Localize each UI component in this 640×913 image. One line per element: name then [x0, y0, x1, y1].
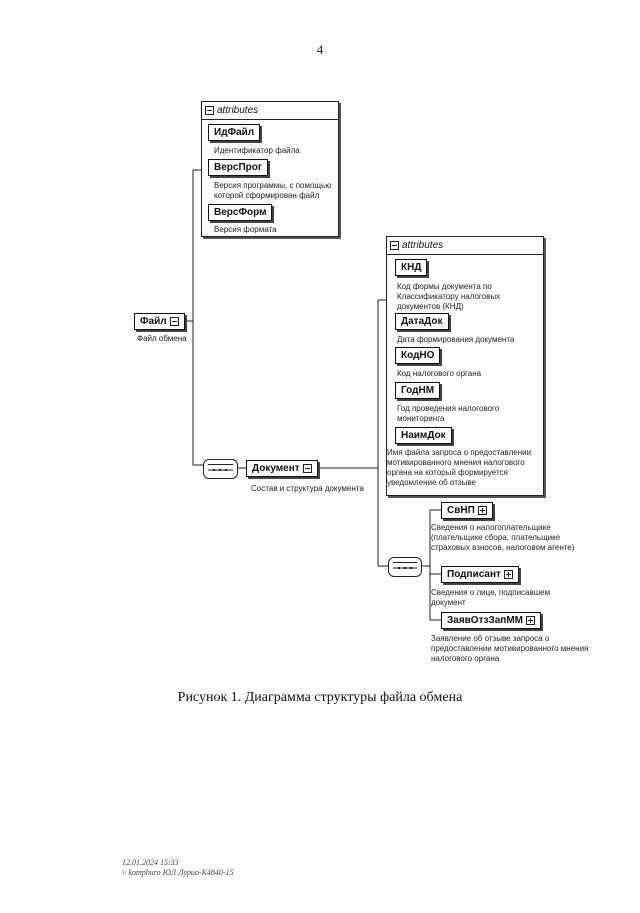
attribute-description: Год проведения налогового мониторинга: [397, 404, 500, 423]
attribute-description: Код формы документа по Классификатору на…: [397, 282, 501, 311]
sequence-compositor-icon: [203, 459, 238, 479]
collapse-icon[interactable]: [169, 316, 179, 326]
attribute-description: Код налогового органа: [397, 369, 482, 378]
page-number: 4: [316, 42, 324, 57]
child-description: Сведения о налогоплательщике (плательщик…: [431, 523, 575, 552]
document-node-label: Документ: [252, 463, 300, 474]
attribute-node-kodno[interactable]: КодНО: [395, 347, 441, 364]
root-node-label: Файл: [140, 316, 167, 327]
attributes-header: attributes: [390, 240, 443, 251]
attribute-node-versprog[interactable]: ВерсПрог: [208, 159, 269, 176]
child-node-label: СвНП: [447, 505, 475, 516]
root-node-file[interactable]: Файл: [134, 313, 185, 330]
attribute-node-idfile[interactable]: ИдФайл: [208, 124, 261, 141]
attribute-node-knd[interactable]: КНД: [395, 259, 428, 276]
attribute-description: Дата формирования документа: [397, 335, 515, 344]
expand-icon[interactable]: [503, 569, 513, 579]
expand-icon[interactable]: [477, 505, 487, 515]
child-node-label: ЗаявОтзЗапММ: [447, 615, 523, 626]
document-attributes-group: attributes КНД Код формы документа по Кл…: [386, 236, 544, 496]
document-node[interactable]: Документ: [246, 460, 318, 477]
sequence-compositor-icon: [388, 557, 422, 577]
collapse-icon[interactable]: [205, 105, 214, 115]
attribute-description: Версия формата: [214, 225, 277, 234]
child-node-label: Подписант: [447, 569, 501, 580]
attribute-description: Идентификатор файла: [214, 146, 300, 155]
document-description: Состав и структура документа: [251, 484, 364, 493]
footer-signature: \\ kompburo ЮЛ Лурио-К4840-15: [122, 868, 234, 877]
attribute-node-godnm[interactable]: ГодНМ: [395, 382, 441, 399]
child-description: Сведения о лице, подписавшем документ: [431, 588, 551, 607]
collapse-icon[interactable]: [302, 463, 312, 473]
attribute-node-datadok[interactable]: ДатаДок: [395, 313, 449, 330]
collapse-icon[interactable]: [390, 240, 399, 250]
child-description: Заявление об отзыве запроса о предоставл…: [431, 634, 589, 663]
attributes-header: attributes: [205, 105, 258, 116]
child-node-podpisant[interactable]: Подписант: [441, 566, 519, 583]
footer-timestamp: 12.01.2024 15:33: [122, 858, 179, 867]
attributes-header-label: attributes: [402, 240, 444, 251]
attribute-description: Имя файла запроса о предоставлении мотив…: [387, 448, 532, 487]
root-description: Файл обмена: [137, 334, 187, 343]
attribute-node-naimdok[interactable]: НаимДок: [395, 427, 452, 444]
file-attributes-group: attributes ИдФайл Идентификатор файла Ве…: [201, 101, 339, 237]
child-node-zayavotzzapmm[interactable]: ЗаявОтзЗапММ: [441, 612, 541, 629]
attribute-description: Версия программы, с помощью которой сфор…: [214, 181, 332, 200]
attribute-node-versform[interactable]: ВерсФорм: [208, 204, 273, 221]
child-node-svnp[interactable]: СвНП: [441, 502, 493, 519]
attributes-header-label: attributes: [217, 105, 259, 116]
figure-caption: Рисунок 1. Диаграмма структуры файла обм…: [177, 690, 463, 705]
expand-icon[interactable]: [525, 615, 535, 625]
